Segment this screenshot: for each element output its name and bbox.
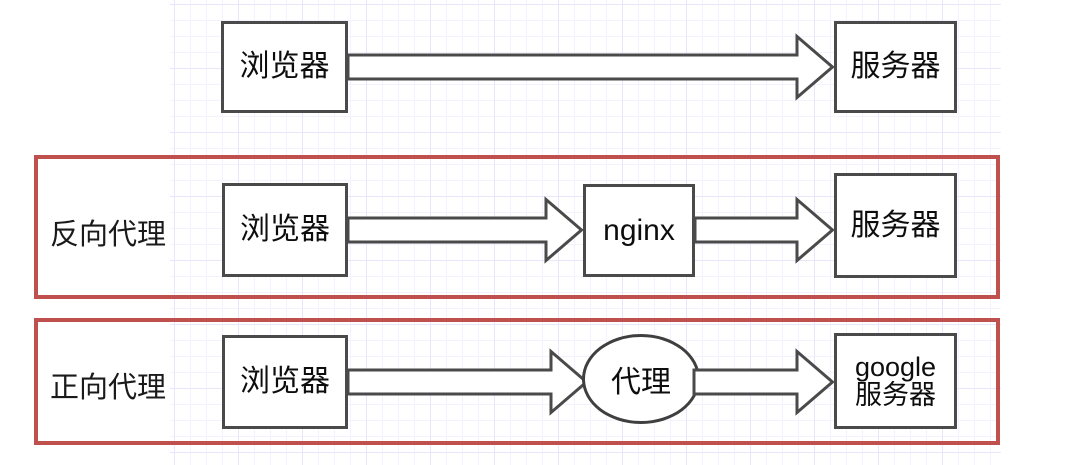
node-proxy-label: 代理 — [611, 366, 671, 399]
arrow-browser-to-nginx — [346, 196, 584, 264]
highlight-box-reverse-proxy — [34, 155, 1000, 299]
node-nginx-label: nginx — [603, 213, 675, 247]
node-nginx[interactable]: nginx — [583, 184, 695, 277]
label-mask-reverse-proxy — [38, 159, 170, 295]
node-google-server-line1: google — [854, 351, 937, 382]
row-label-reverse-proxy: 反向代理 — [50, 219, 167, 251]
node-server-2-label: 服务器 — [850, 208, 941, 242]
node-browser-2-label: 浏览器 — [240, 213, 330, 247]
node-browser-2[interactable]: 浏览器 — [222, 183, 348, 277]
node-server-2[interactable]: 服务器 — [834, 173, 957, 278]
node-browser-3-label: 浏览器 — [240, 365, 330, 399]
label-mask-forward-proxy — [38, 322, 170, 441]
node-server-1-label: 服务器 — [850, 50, 941, 84]
node-google-server-line2: 服务器 — [855, 380, 936, 410]
node-browser-1-label: 浏览器 — [239, 50, 330, 84]
arrow-browser-to-proxy — [346, 348, 589, 416]
node-browser-1[interactable]: 浏览器 — [221, 21, 348, 113]
node-browser-3[interactable]: 浏览器 — [222, 335, 348, 429]
arrow-browser-to-server — [346, 33, 835, 101]
node-google-server-label: google 服务器 — [854, 351, 937, 410]
node-proxy[interactable]: 代理 — [582, 334, 700, 424]
node-server-1[interactable]: 服务器 — [834, 21, 957, 113]
highlight-box-forward-proxy — [34, 318, 1000, 445]
arrow-nginx-to-server — [693, 196, 835, 264]
row-label-forward-proxy: 正向代理 — [50, 372, 167, 404]
node-google-server[interactable]: google 服务器 — [834, 333, 957, 429]
arrow-proxy-to-google — [692, 348, 835, 416]
